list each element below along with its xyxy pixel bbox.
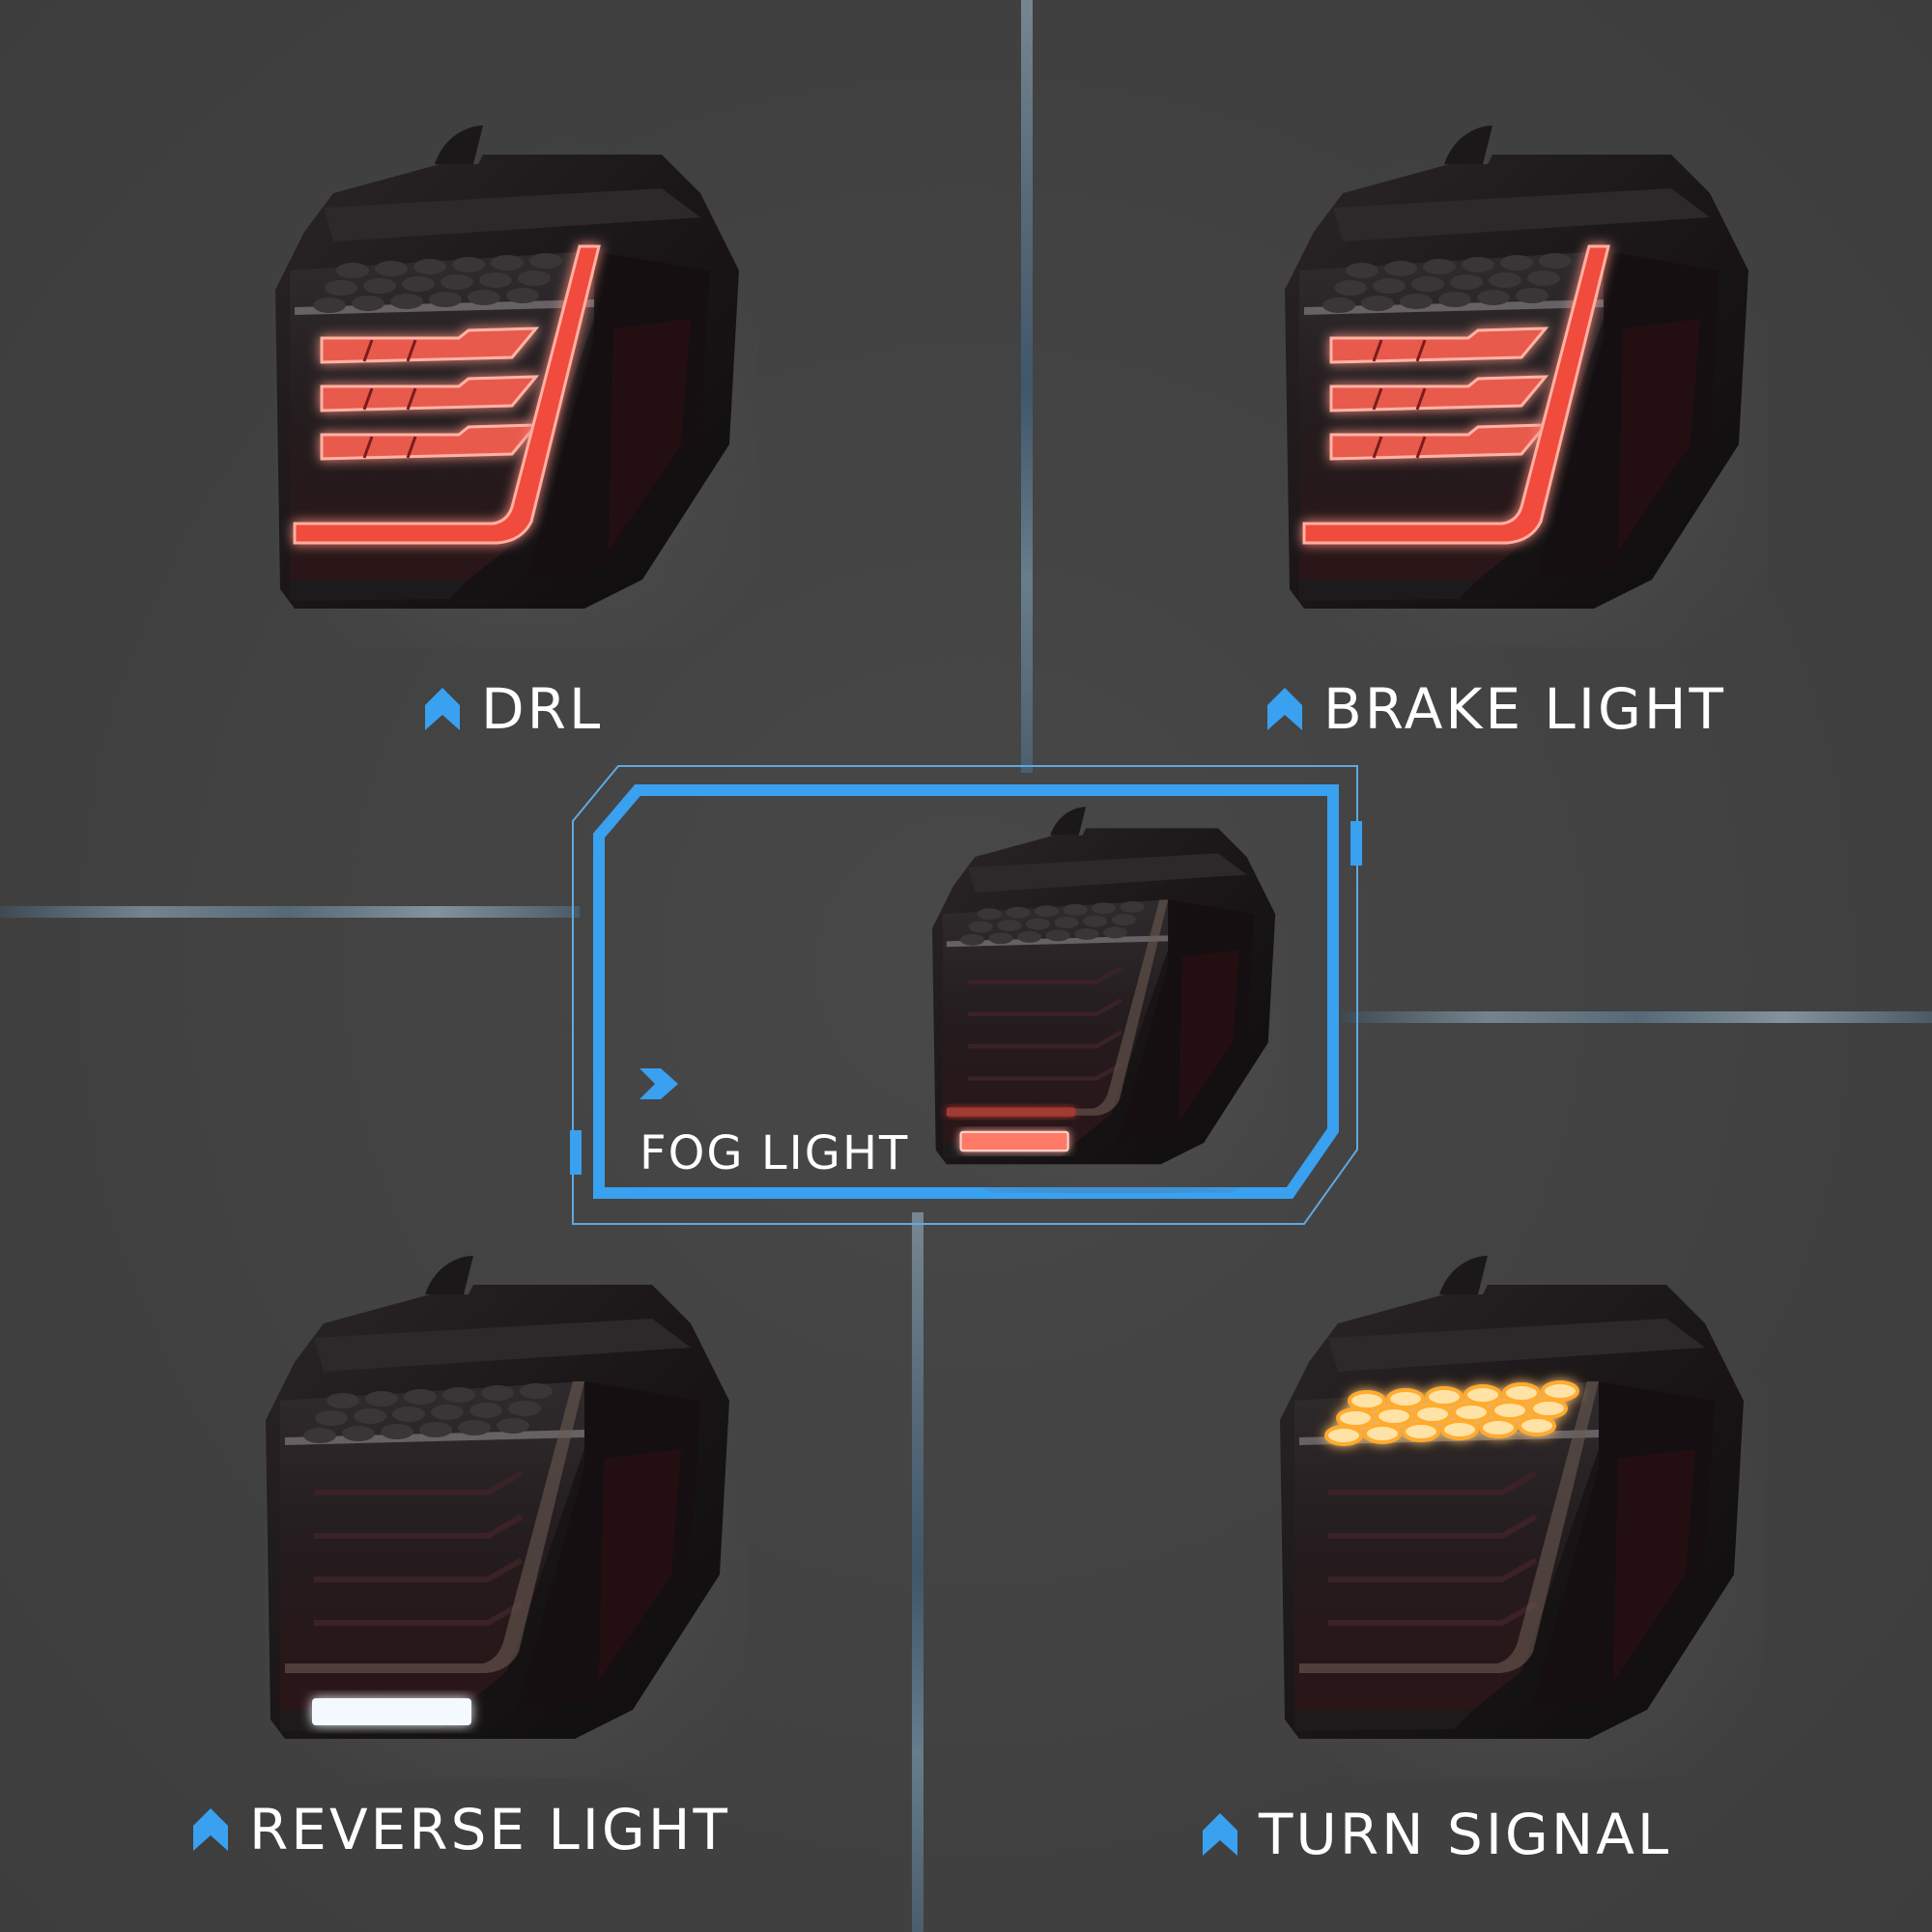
label-text: REVERSE LIGHT xyxy=(249,1797,730,1862)
divider-bottom-vertical xyxy=(912,1212,923,1932)
tail-light-reverse-image xyxy=(266,1256,749,1777)
tail-light-drl-image xyxy=(275,126,758,647)
label-text: TURN SIGNAL xyxy=(1259,1802,1672,1867)
highlight-frame xyxy=(570,765,1362,1225)
label-text: DRL xyxy=(481,676,604,742)
tail-light-brake-image xyxy=(1285,126,1768,647)
label-reverse: REVERSE LIGHT xyxy=(193,1802,730,1858)
label-drl: DRL xyxy=(425,681,603,737)
label-turn: TURN SIGNAL xyxy=(1203,1806,1671,1862)
divider-top-vertical xyxy=(1021,0,1033,773)
label-brake: BRAKE LIGHT xyxy=(1267,681,1726,737)
divider-right-horizontal xyxy=(1343,1011,1932,1023)
divider-left-horizontal xyxy=(0,906,580,918)
chevron-up-icon xyxy=(1267,688,1302,730)
chevron-up-icon xyxy=(193,1808,228,1851)
tail-light-fog-image xyxy=(932,807,1290,1193)
chevron-right-icon xyxy=(639,1068,678,1099)
chevron-up-icon xyxy=(425,688,460,730)
tail-light-turn-image xyxy=(1280,1256,1763,1777)
label-fog: FOG LIGHT xyxy=(639,1126,910,1180)
label-text: BRAKE LIGHT xyxy=(1323,676,1726,742)
chevron-up-icon xyxy=(1203,1813,1237,1856)
